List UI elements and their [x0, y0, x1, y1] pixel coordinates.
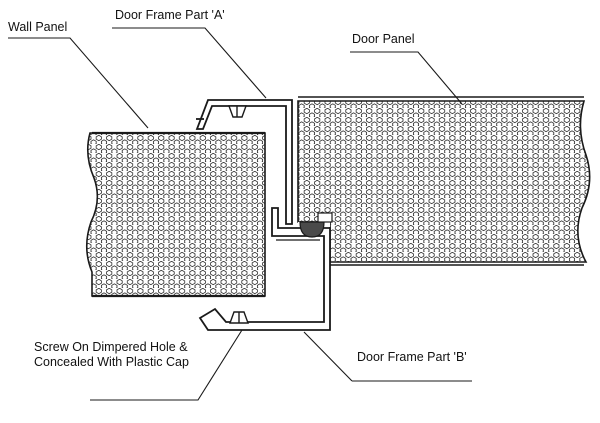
door-seal: [299, 212, 333, 238]
leader-screw: [90, 329, 243, 401]
label-screw: Screw On Dimpered Hole & Concealed With …: [34, 340, 189, 370]
screw-bottom: [229, 311, 249, 324]
leader-wall-panel: [8, 37, 149, 129]
label-door-frame-part-a: Door Frame Part 'A': [115, 8, 225, 22]
screw-top: [228, 105, 247, 118]
leader-door-frame-a: [112, 27, 267, 99]
door-frame-part-a: [195, 99, 293, 225]
seal-base: [317, 212, 333, 223]
label-wall-panel: Wall Panel: [8, 20, 68, 34]
frame-b-profile: [198, 207, 331, 331]
wall-panel: [85, 131, 266, 298]
leader-door-panel: [350, 51, 463, 105]
seal-bulb: [299, 221, 325, 238]
label-door-panel: Door Panel: [352, 32, 415, 46]
label-door-frame-part-b: Door Frame Part 'B': [357, 350, 467, 364]
label-screw-line-1: Screw On Dimpered Hole &: [34, 340, 188, 354]
leader-door-frame-b: [303, 331, 472, 382]
door-frame-part-b: [198, 207, 331, 331]
frame-a-profile: [195, 99, 293, 225]
door-panel: [297, 96, 591, 266]
label-screw-line-2: Concealed With Plastic Cap: [34, 355, 189, 369]
wall-panel-core: [85, 132, 266, 297]
door-panel-core: [297, 100, 591, 263]
